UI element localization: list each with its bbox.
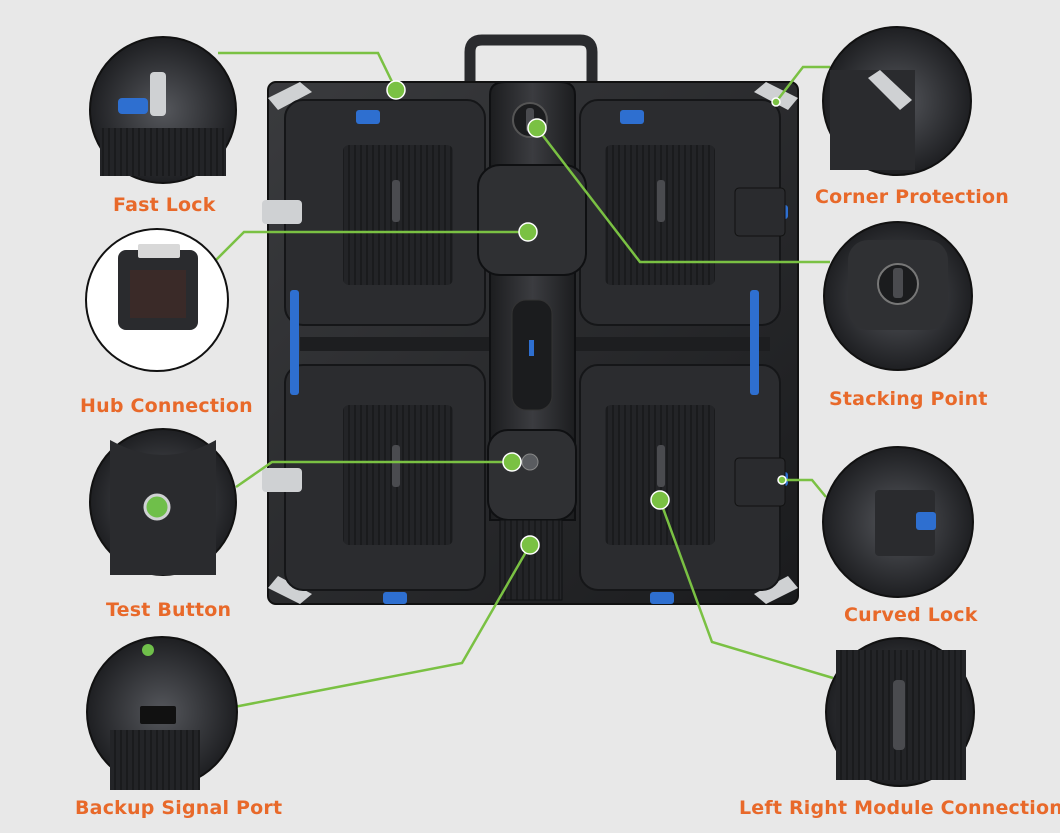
test-button-housing — [487, 429, 577, 521]
hub-cover — [477, 164, 587, 276]
callout-line-fast-lock — [218, 51, 398, 91]
blue-lock — [620, 110, 644, 124]
detail-backup-signal-port — [86, 636, 238, 790]
module-latch — [392, 180, 400, 222]
callout-lines — [213, 51, 834, 709]
module-latch — [657, 180, 665, 222]
callout-line-backup-signal-port — [233, 544, 532, 709]
led-cabinet — [262, 34, 799, 605]
callout-dot-stacking-point — [527, 118, 547, 138]
callout-dot-fast-lock — [386, 80, 406, 100]
label-stacking-point: Stacking Point — [829, 388, 988, 410]
blue-lock — [356, 110, 380, 124]
callout-line-hub-connection — [213, 230, 528, 263]
corner-guard — [268, 82, 312, 110]
side-lock-hardware — [734, 457, 786, 507]
callout-dots — [386, 80, 787, 555]
label-corner-protection: Corner Protection — [815, 186, 1009, 208]
callout-line-corner-protection — [775, 65, 830, 103]
test-button — [521, 453, 539, 471]
blue-lock — [650, 592, 674, 604]
callout-dot-test-button — [502, 452, 522, 472]
detail-fast-lock — [89, 36, 237, 184]
callout-line-left-right-module-connection — [658, 499, 834, 680]
label-hub-connection: Hub Connection — [80, 395, 253, 417]
label-left-right-module-connection: Left Right Module Connection — [739, 797, 1060, 819]
detail-curved-lock — [822, 446, 974, 598]
callout-dot-hub-connection — [518, 222, 538, 242]
detail-hub-connection — [85, 228, 229, 372]
detail-corner-protection — [822, 26, 972, 176]
corner-guard — [754, 82, 798, 110]
callout-dot-left-right-module-connection — [650, 490, 670, 510]
detail-test-button — [89, 428, 237, 576]
callout-line-test-button — [235, 460, 512, 489]
side-grip-right — [750, 290, 759, 395]
carry-handle — [464, 34, 598, 90]
callout-dot-backup-signal-port — [520, 535, 540, 555]
side-lock-hardware — [262, 200, 302, 224]
corner-guard — [754, 576, 798, 604]
module-latch — [392, 445, 400, 487]
callout-line-curved-lock — [782, 478, 827, 498]
backup-signal-port — [499, 519, 563, 601]
detail-stacking-point — [823, 221, 973, 371]
spine-blue-mark — [529, 340, 534, 356]
label-backup-signal-port: Backup Signal Port — [75, 797, 283, 819]
callout-line-stacking-point — [536, 127, 830, 264]
detail-left-right-module-connection — [825, 637, 975, 787]
label-fast-lock: Fast Lock — [113, 194, 216, 216]
blue-lock — [383, 592, 407, 604]
side-lock-hardware — [262, 468, 302, 492]
detail-circles — [85, 26, 975, 790]
callout-dot-corner-protection — [771, 97, 781, 107]
side-lock-hardware — [734, 187, 786, 237]
callout-dot-curved-lock — [777, 475, 787, 485]
corner-guard — [268, 576, 312, 604]
side-grip-left — [290, 290, 299, 395]
module-latch — [657, 445, 665, 487]
label-curved-lock: Curved Lock — [844, 604, 978, 626]
label-test-button: Test Button — [106, 599, 232, 621]
